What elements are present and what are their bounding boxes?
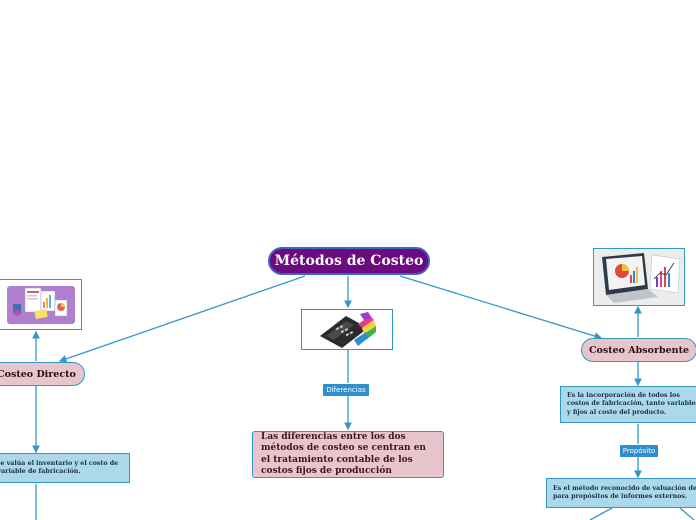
laptop-charts-icon <box>594 249 684 305</box>
right-connector-label[interactable]: Propósito <box>620 445 658 457</box>
root-label: Métodos de Costeo <box>274 253 424 269</box>
left-description-text: Es la operación que valúa el inventario … <box>0 459 119 476</box>
left-description-box[interactable]: Es la operación que valúa el inventario … <box>0 453 130 483</box>
connector-right-purpose-down-2 <box>679 507 695 520</box>
documents-chart-icon <box>7 286 75 324</box>
calculator-icon <box>320 312 376 348</box>
connector-root-left <box>58 275 306 363</box>
connector-right-purpose-down-1 <box>589 507 613 520</box>
right-image-frame[interactable] <box>593 248 685 306</box>
root-node[interactable]: Métodos de Costeo <box>268 247 430 275</box>
right-description-box[interactable]: Es la incorporación de todos los costos … <box>560 386 696 423</box>
center-image-frame[interactable] <box>301 309 393 350</box>
connector-root-right <box>399 275 603 340</box>
right-connector-label-text: Propósito <box>622 447 656 455</box>
center-description-box[interactable]: Las diferencias entre los dos métodos de… <box>252 431 444 478</box>
right-branch-node[interactable]: Costeo Absorbente <box>581 338 696 362</box>
center-connector-label[interactable]: Diferencias <box>323 384 369 396</box>
left-branch-node[interactable]: Costeo Directo <box>0 362 85 386</box>
right-branch-label: Costeo Absorbente <box>588 344 690 356</box>
center-description-text: Las diferencias entre los dos métodos de… <box>261 431 426 477</box>
left-image-frame[interactable] <box>0 279 82 330</box>
center-connector-label-text: Diferencias <box>326 386 366 394</box>
left-branch-label: Costeo Directo <box>0 368 76 380</box>
right-purpose-box[interactable]: Es el método reconocido de valuación de … <box>546 478 696 508</box>
right-description-text: Es la incorporación de todos los costos … <box>567 391 696 416</box>
right-purpose-text: Es el método reconocido de valuación de … <box>553 484 696 501</box>
